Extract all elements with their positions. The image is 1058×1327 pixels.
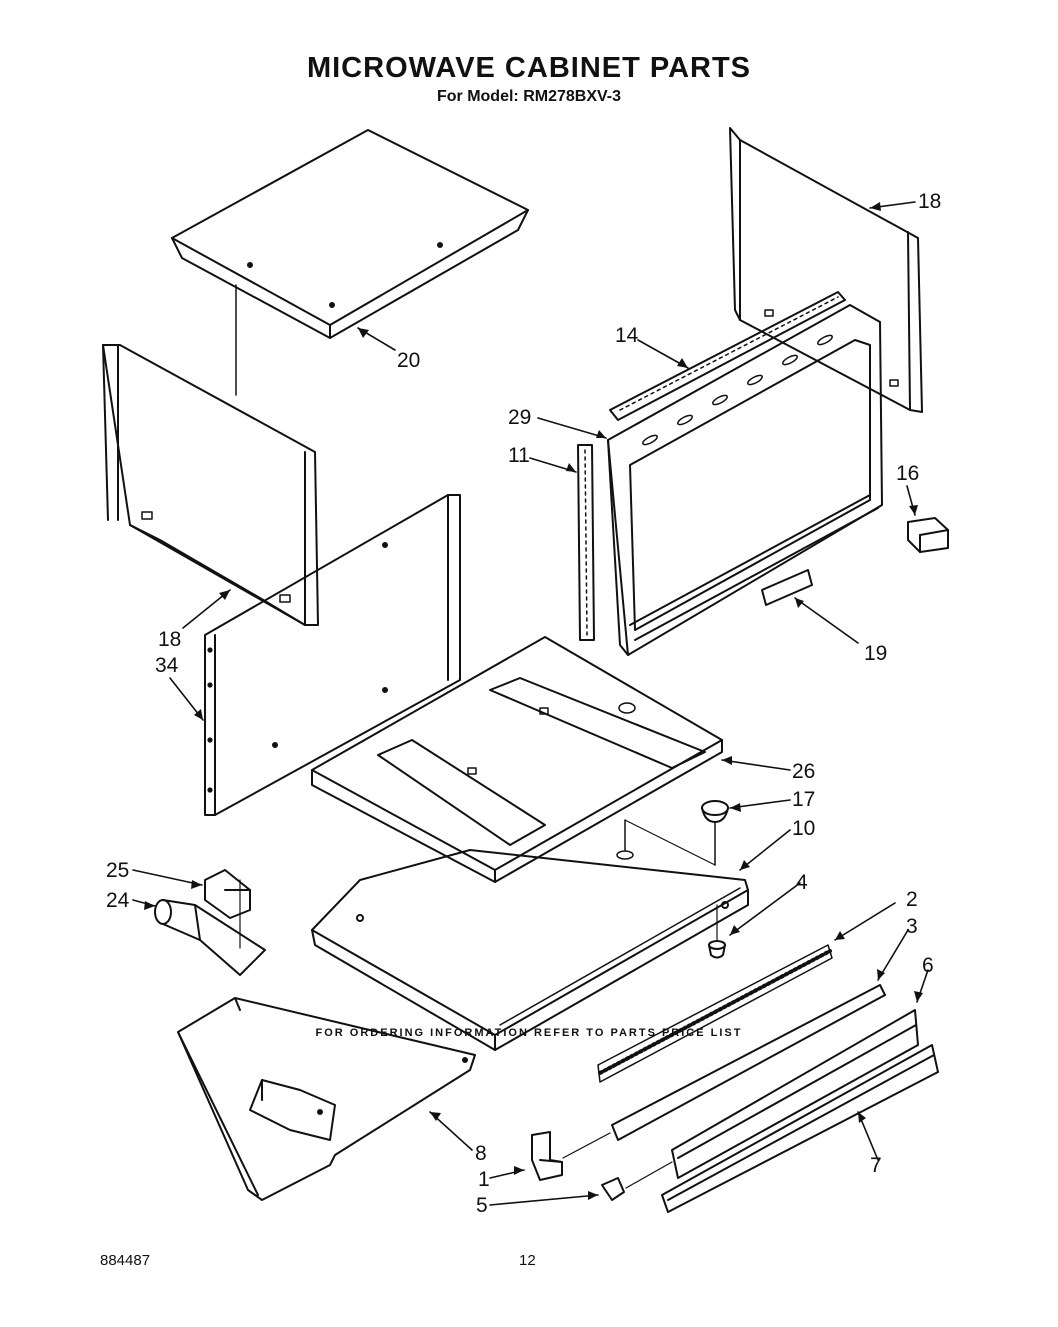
callout-34: 34 — [155, 654, 179, 677]
part-7-lower-trim — [661, 1044, 939, 1213]
part-29-front-frame — [607, 304, 883, 656]
leader-lines — [132, 201, 929, 1206]
part-14-trim-strip — [609, 291, 846, 421]
callout-7: 7 — [870, 1154, 882, 1177]
part-18-rear-panel — [729, 127, 923, 413]
part-16-block — [907, 517, 949, 553]
callout-26: 26 — [792, 760, 815, 783]
callout-8: 8 — [475, 1142, 487, 1165]
part-19-label — [761, 569, 813, 606]
callout-17: 17 — [792, 788, 815, 811]
part-1-latch — [531, 1131, 563, 1181]
callout-2: 2 — [906, 888, 918, 911]
ordering-note: FOR ORDERING INFORMATION REFER TO PARTS … — [315, 1027, 743, 1039]
part-24-duct — [154, 899, 266, 976]
part-4-foot — [708, 904, 726, 959]
callout-20: 20 — [397, 349, 420, 372]
part-6-upper-trim — [671, 1009, 919, 1179]
callout-24: 24 — [106, 889, 130, 912]
part-18-left-side-panel — [102, 344, 319, 626]
callout-10: 10 — [792, 817, 815, 840]
part-10-base-pan — [311, 849, 749, 1051]
part-26-base-plate — [311, 636, 723, 883]
part-8-bottom-plate — [177, 997, 476, 1201]
callout-14: 14 — [615, 324, 639, 347]
page-number: 12 — [519, 1252, 536, 1269]
callout-18-top: 18 — [918, 190, 941, 213]
part-34-inner-side-panel — [204, 494, 461, 816]
callout-3: 3 — [906, 915, 918, 938]
model-subtitle: For Model: RM278BXV-3 — [436, 88, 622, 105]
callout-16: 16 — [896, 462, 919, 485]
callout-6: 6 — [922, 954, 934, 977]
part-20-top-cover — [171, 129, 529, 396]
callout-1: 1 — [478, 1168, 490, 1191]
callout-18-left: 18 — [158, 628, 181, 651]
callout-25: 25 — [106, 859, 129, 882]
callout-29: 29 — [508, 406, 531, 429]
part-17-grommet — [616, 800, 729, 866]
callout-4: 4 — [796, 871, 808, 894]
callout-labels: 18 20 14 29 11 16 19 18 34 26 17 10 25 2… — [106, 190, 941, 1217]
document-number: 884487 — [100, 1252, 151, 1269]
callout-19: 19 — [864, 642, 887, 665]
part-3-filter-strip — [611, 984, 886, 1141]
callout-11: 11 — [508, 444, 530, 467]
part-11-vertical-trim — [577, 444, 595, 641]
page-title: MICROWAVE CABINET PARTS — [306, 52, 752, 84]
part-5-clip — [601, 1177, 625, 1201]
part-25-bracket — [204, 869, 251, 949]
arrowheads — [144, 202, 923, 1200]
part-2-grille — [597, 944, 833, 1083]
callout-5: 5 — [476, 1194, 488, 1217]
